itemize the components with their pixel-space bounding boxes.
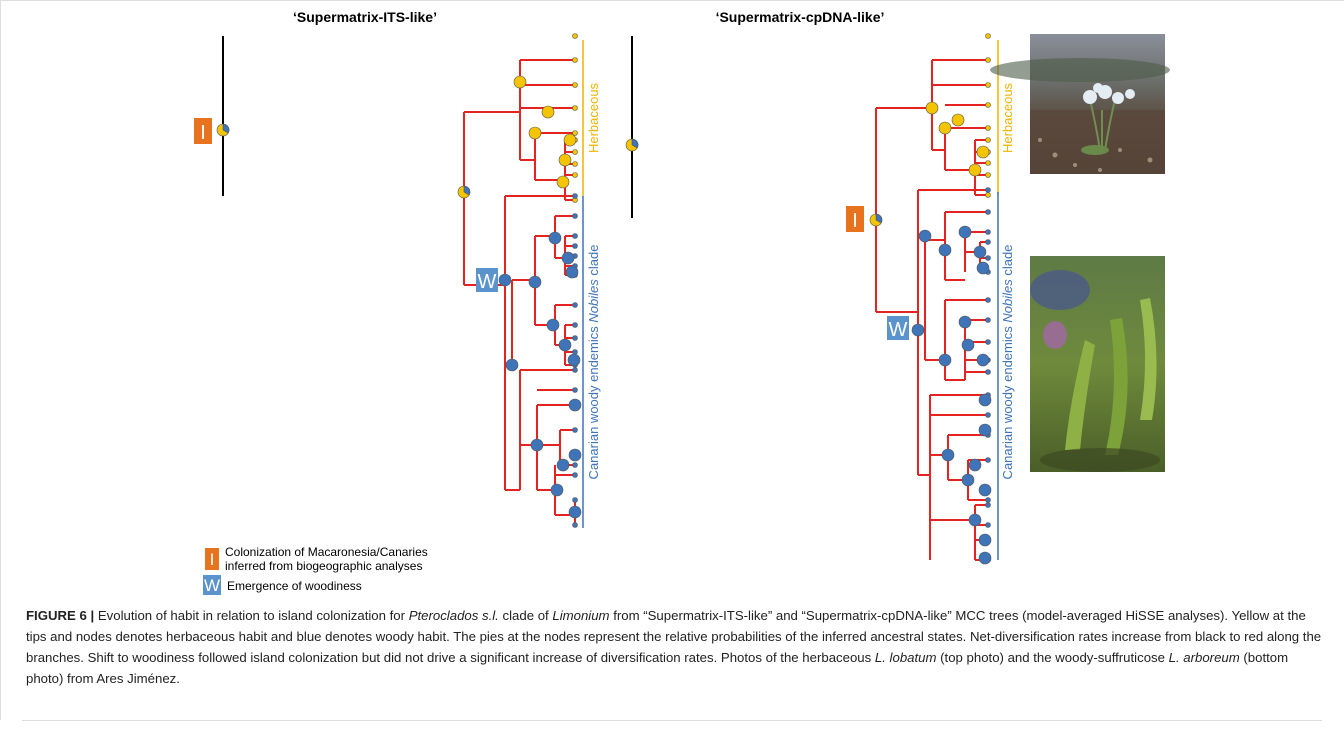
right-herbaceous-label: Herbaceous	[1000, 82, 1015, 153]
bottom-rule	[22, 720, 1322, 721]
caption-italic: Pteroclados s.l.	[408, 608, 499, 623]
caption-italic: L. arboreum	[1168, 650, 1240, 665]
left-woody-label: Canarian woody endemics Nobiles clade	[586, 245, 601, 480]
caption-text: clade of	[498, 608, 553, 623]
right-woody-label: Canarian woody endemics Nobiles clade	[1000, 245, 1015, 480]
svg-text:I: I	[852, 210, 858, 232]
photo-arboreum	[1030, 256, 1165, 472]
left-tree	[222, 35, 576, 525]
left-herbaceous-label: Herbaceous	[586, 82, 601, 153]
caption-text: Evolution of habit in relation to island…	[97, 608, 409, 623]
left-colonization-marker: I	[194, 118, 212, 144]
right-colonization-marker: I	[846, 206, 864, 232]
caption-italic: L. lobatum	[874, 650, 937, 665]
right-woodiness-marker: W	[887, 316, 909, 341]
top-rule	[0, 0, 1344, 1]
caption-separator: |	[86, 608, 98, 623]
right-tree	[631, 35, 988, 561]
figure-label: FIGURE 6	[26, 608, 87, 623]
caption-text: (bottom photo) from Ares Jiménez.	[26, 650, 1289, 686]
caption-text: (top photo) and the woody-suffruticose	[936, 650, 1169, 665]
right-node-pies	[625, 101, 992, 565]
left-tree-title: ‘Supermatrix-ITS-like’	[293, 9, 437, 25]
svg-text:I: I	[200, 122, 206, 144]
legend: I Colonization of Macaronesia/Canaries i…	[203, 545, 428, 595]
svg-text:W: W	[478, 271, 497, 293]
photo-lobatum	[990, 34, 1170, 174]
svg-text:I: I	[210, 550, 215, 569]
svg-text:inferred from biogeographic an: inferred from biogeographic analyses	[225, 559, 422, 573]
right-tree-title: ‘Supermatrix-cpDNA-like’	[716, 9, 885, 25]
svg-text:W: W	[889, 319, 908, 341]
caption-italic: Limonium	[552, 608, 610, 623]
svg-text:Colonization of Macaronesia/Ca: Colonization of Macaronesia/Canaries	[225, 545, 428, 559]
caption-text: from “Supermatrix-ITS-like” and “Superma…	[26, 608, 1322, 665]
svg-text:Emergence of woodiness: Emergence of woodiness	[227, 579, 362, 593]
legend-woodiness: W Emergence of woodiness	[203, 575, 362, 595]
figure-caption: FIGURE 6 | Evolution of habit in relatio…	[26, 605, 1326, 689]
svg-text:W: W	[204, 576, 220, 595]
left-rule	[0, 0, 1, 720]
legend-colonization: I Colonization of Macaronesia/Canaries i…	[205, 545, 428, 573]
phylogeny-figure: ‘Supermatrix-ITS-like’ ‘Supermatrix-cpDN…	[194, 9, 1170, 595]
left-woodiness-marker: W	[476, 268, 498, 293]
left-node-pies	[216, 75, 582, 519]
right-tips	[985, 33, 991, 563]
